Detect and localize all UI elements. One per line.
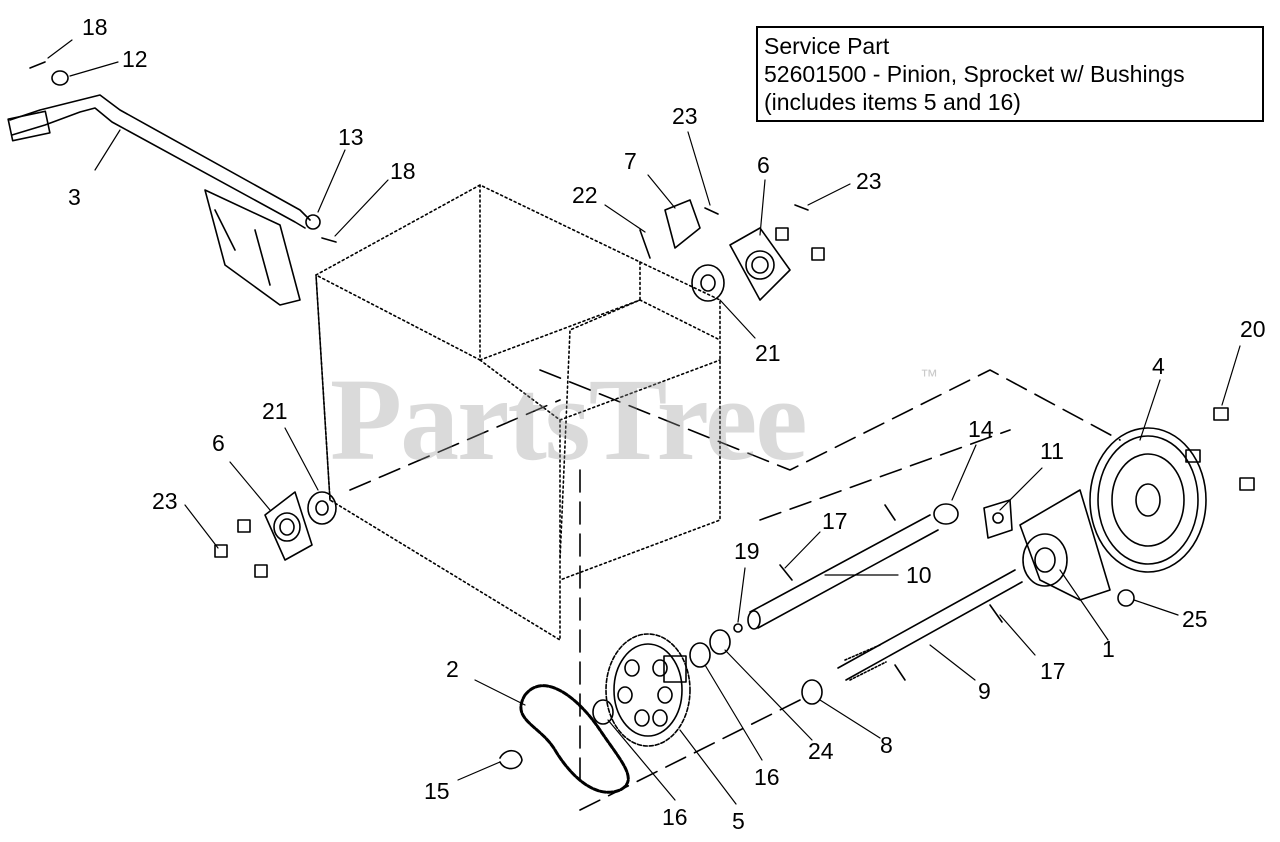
callout-5: 5 [732, 808, 745, 834]
callout-13: 13 [338, 124, 364, 150]
callout-4: 4 [1152, 353, 1165, 379]
bolts-upper [704, 204, 825, 261]
callout-1: 1 [1102, 636, 1115, 662]
callout-23: 23 [672, 103, 698, 129]
service-part-note: (includes items 5 and 16) [764, 89, 1021, 115]
callout-21: 21 [262, 398, 288, 424]
bearing-upper [691, 264, 725, 302]
shift-lever [7, 94, 311, 306]
trademark-symbol: ™ [920, 366, 938, 386]
drive-bracket [1019, 489, 1111, 601]
leader-lines [47, 39, 1241, 805]
callout-24: 24 [808, 738, 834, 764]
callout-3: 3 [68, 184, 81, 210]
callout-15: 15 [424, 778, 450, 804]
bearing-flange-lower [264, 491, 313, 561]
bushing-16-left [592, 699, 614, 725]
bushing-16-right [689, 642, 711, 668]
drive-wheel [1089, 427, 1207, 573]
callout-14: 14 [968, 416, 994, 442]
chain-2 [519, 684, 630, 794]
sprocket-5 [605, 633, 691, 747]
bearing-lower [307, 491, 337, 525]
washer-25 [1117, 589, 1135, 607]
callout-12: 12 [122, 46, 148, 72]
callout-22: 22 [572, 182, 598, 208]
callout-17: 17 [1040, 658, 1066, 684]
callout-17: 17 [822, 508, 848, 534]
callout-7: 7 [624, 148, 637, 174]
bushing-14 [933, 503, 959, 525]
callout-23: 23 [152, 488, 178, 514]
bearing-flange-upper [729, 227, 791, 301]
service-part-number: 52601500 - Pinion, Sprocket w/ Bushings [764, 61, 1185, 87]
shaft-10 [747, 514, 939, 630]
bolts-lower [214, 519, 268, 578]
ring-19 [733, 623, 743, 633]
callout-16: 16 [662, 804, 688, 830]
clip-15 [499, 749, 523, 770]
callout-21: 21 [755, 340, 781, 366]
callout-20: 20 [1240, 316, 1266, 342]
shaft-9 [837, 569, 1023, 681]
callout-25: 25 [1182, 606, 1208, 632]
service-part-title: Service Part [764, 33, 890, 59]
callout-6: 6 [757, 152, 770, 178]
washer-24 [709, 629, 731, 655]
frame-housing [315, 184, 721, 641]
bracket-7 [639, 199, 701, 259]
callout-16: 16 [754, 764, 780, 790]
hardware-small [29, 61, 337, 243]
plate-11 [983, 499, 1013, 539]
callout-23: 23 [856, 168, 882, 194]
watermark: PartsTree [330, 354, 808, 485]
callout-18: 18 [82, 14, 108, 40]
pins-17 [779, 504, 1003, 681]
callout-10: 10 [906, 562, 932, 588]
pinion-8 [801, 679, 823, 705]
callout-6: 6 [212, 430, 225, 456]
callout-11: 11 [1040, 438, 1064, 464]
service-part-box: Service Part 52601500 - Pinion, Sprocket… [756, 26, 1264, 122]
callout-8: 8 [880, 732, 893, 758]
callout-9: 9 [978, 678, 991, 704]
callout-18: 18 [390, 158, 416, 184]
callout-2: 2 [446, 656, 459, 682]
callout-19: 19 [734, 538, 760, 564]
bolts-20 [1185, 407, 1255, 491]
